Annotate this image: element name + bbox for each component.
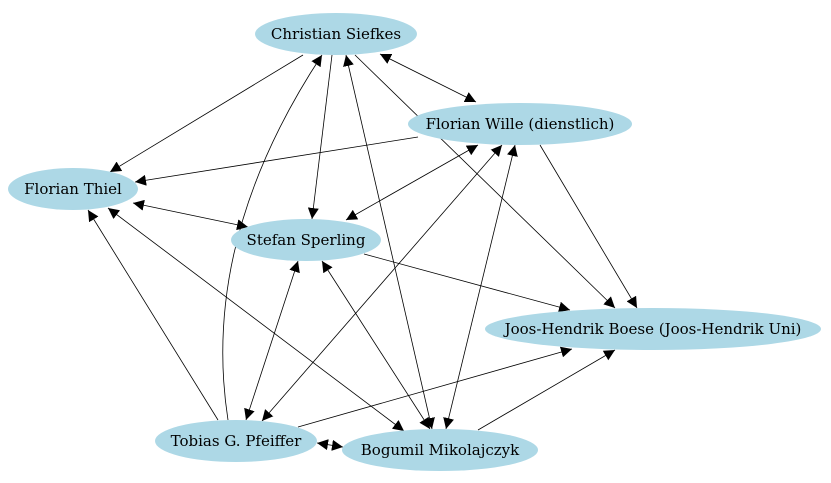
edge-thiel-sperling [132,199,249,231]
nodes-layer: Christian Siefkes Florian Wille (dienstl… [8,13,821,471]
edge-christian-thiel [109,54,304,173]
node-label: Bogumil Mikolajczyk [361,441,520,459]
node-florian-thiel[interactable]: Florian Thiel [8,168,138,210]
node-florian-wille[interactable]: Florian Wille (dienstlich) [408,103,632,145]
node-label: Tobias G. Pfeiffer [171,432,303,450]
edge-sperling-boese [363,253,571,313]
edge-wille-boese [539,144,638,309]
node-label: Florian Thiel [24,180,122,198]
edge-sperling-pfeiffer [244,260,300,421]
node-bogumil-mikolajczyk[interactable]: Bogumil Mikolajczyk [342,429,538,471]
edge-bogumil-boese [477,349,616,431]
node-joos-hendrik-boese[interactable]: Joos-Hendrik Boese (Joos-Hendrik Uni) [485,308,821,350]
node-label: Joos-Hendrik Boese (Joos-Hendrik Uni) [503,320,802,338]
edge-pfeiffer-bogumil [316,439,344,451]
node-label: Stefan Sperling [247,231,366,249]
edge-pfeiffer-boese [297,346,573,428]
edge-wille-pfeiffer [261,144,503,422]
edge-sperling-bogumil [321,260,431,430]
edge-pfeiffer-thiel [87,209,219,421]
node-christian-siefkes[interactable]: Christian Siefkes [255,13,417,55]
node-label: Christian Siefkes [271,25,401,43]
edge-christian-sperling [307,54,333,220]
node-tobias-pfeiffer[interactable]: Tobias G. Pfeiffer [155,420,317,462]
edge-wille-bogumil [443,144,518,430]
edge-wille-thiel [134,136,419,186]
edge-wille-sperling [345,144,479,221]
node-label: Florian Wille (dienstlich) [426,115,615,133]
edge-christian-wille [379,53,477,103]
node-stefan-sperling[interactable]: Stefan Sperling [231,219,381,261]
